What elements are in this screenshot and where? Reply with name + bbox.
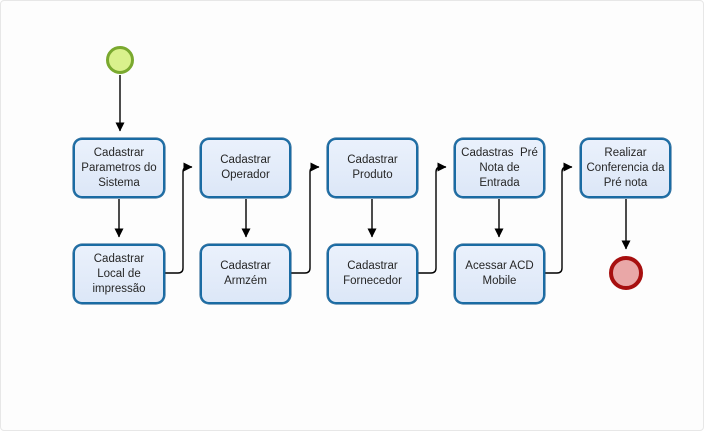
connector-local-impressao-to-operador	[165, 162, 193, 274]
task-cadastrar-operador: Cadastrar Operador	[200, 138, 291, 198]
task-cadastrar-local-de-impressao: Cadastrar Local de impressão	[73, 244, 165, 304]
connector-acd-mobile-to-conferencia	[545, 162, 573, 274]
task-acessar-acd-mobile: Acessar ACD Mobile	[454, 244, 545, 304]
task-label: Cadastras Pré Nota de Entrada	[461, 146, 538, 189]
task-cadastrar-produto: Cadastrar Produto	[327, 138, 418, 198]
task-cadastras-pre-nota-de-entrada: Cadastras Pré Nota de Entrada	[454, 138, 545, 198]
task-label: Cadastrar Operador	[220, 154, 271, 181]
task-label: Cadastrar Parametros do Sistema	[81, 146, 157, 189]
task-realizar-conferencia-da-pre-nota: Realizar Conferencia da Pré nota	[580, 138, 671, 198]
task-label: Acessar ACD Mobile	[465, 260, 534, 287]
task-label: Cadastrar Produto	[347, 154, 398, 181]
start-event-circle	[106, 46, 134, 74]
task-label: Realizar Conferencia da Pré nota	[586, 146, 665, 189]
task-label: Cadastrar Armzém	[220, 260, 271, 287]
task-cadastrar-parametros-do-sistema: Cadastrar Parametros do Sistema	[73, 138, 165, 198]
end-event-circle	[609, 256, 643, 290]
task-label: Cadastrar Fornecedor	[343, 260, 402, 287]
task-cadastrar-fornecedor: Cadastrar Fornecedor	[327, 244, 418, 304]
connector-fornecedor-to-pre-nota	[418, 162, 447, 274]
task-cadastrar-armzem: Cadastrar Armzém	[200, 244, 291, 304]
connector-armzem-to-produto	[291, 162, 320, 274]
task-label: Cadastrar Local de impressão	[92, 252, 146, 295]
